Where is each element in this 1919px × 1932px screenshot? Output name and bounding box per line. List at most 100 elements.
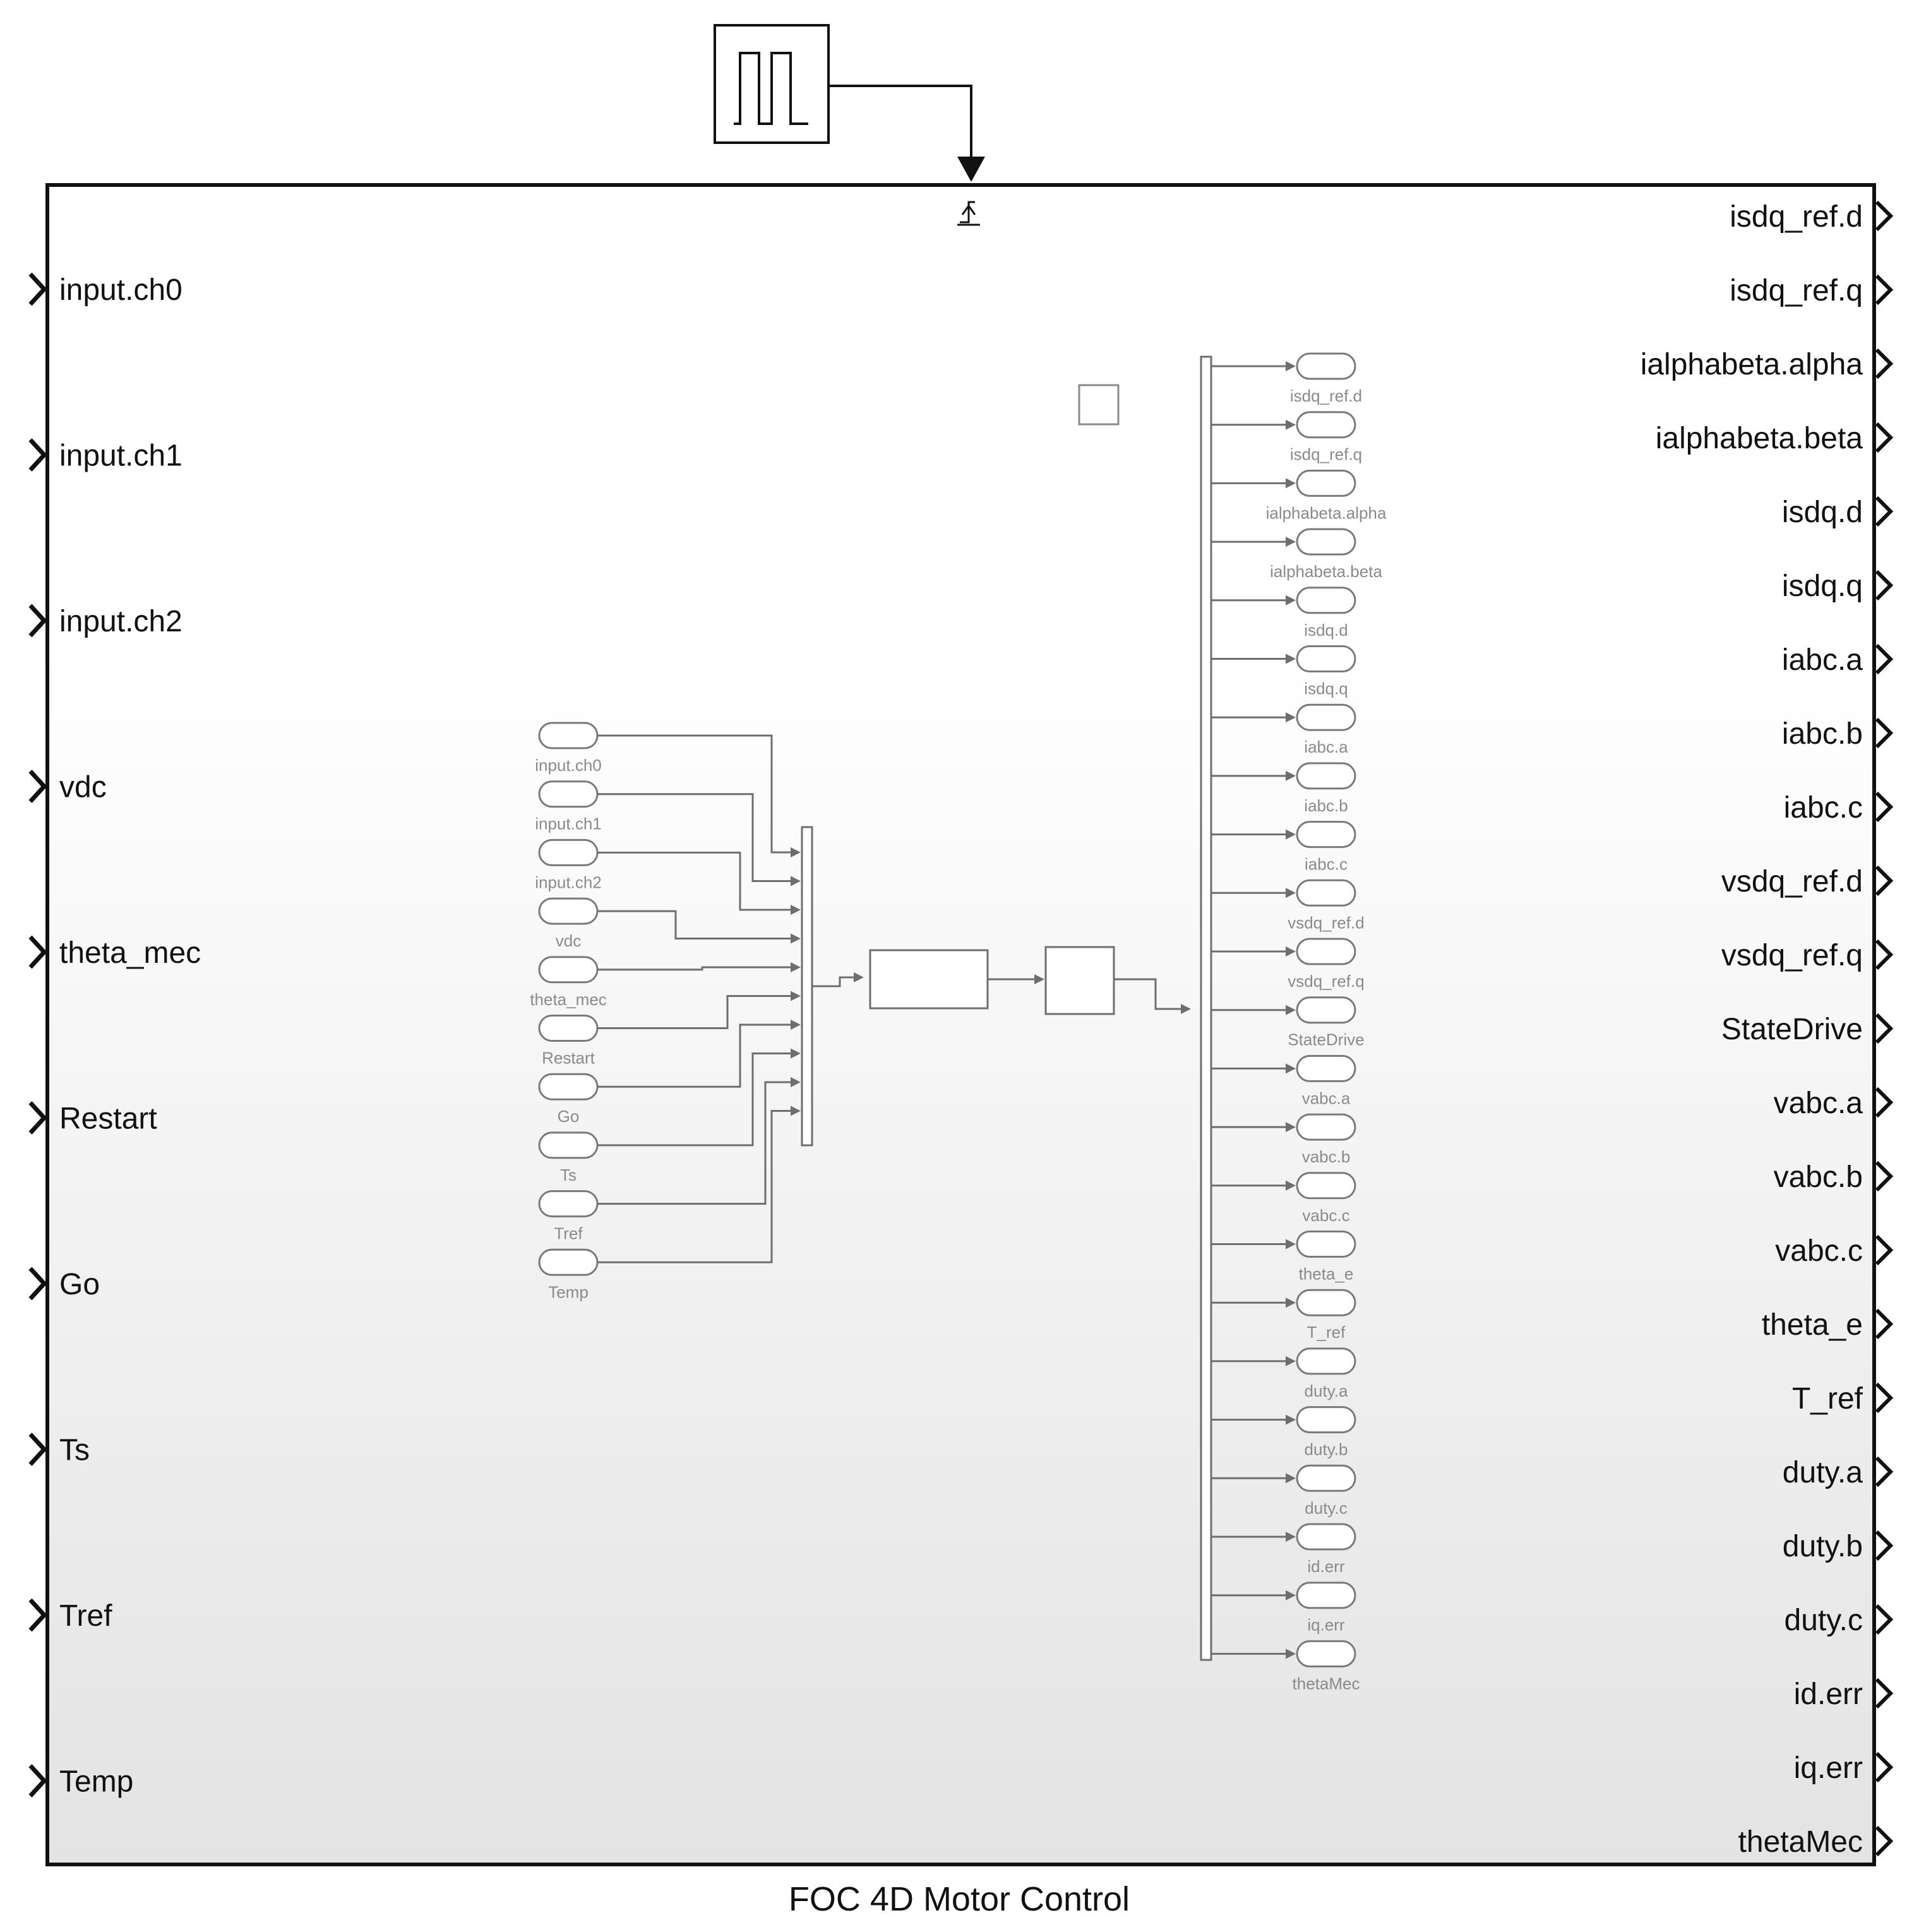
chevron-right-icon — [1875, 791, 1894, 823]
output-port-label: vsdq_ref.d — [1721, 865, 1863, 898]
from-tag-vdc[interactable]: vdc — [538, 897, 599, 950]
goto-tag-duty-c[interactable]: duty.c — [1211, 1464, 1356, 1517]
output-port-label: ialphabeta.beta — [1656, 422, 1863, 455]
trigger-signal-line[interactable] — [828, 85, 972, 159]
controller-block[interactable] — [869, 949, 989, 1010]
goto-tag-label: iq.err — [1307, 1616, 1345, 1635]
goto-tag-ialphabeta-alpha[interactable]: ialphabeta.alpha — [1211, 469, 1387, 522]
goto-tag-vsdq-ref-q[interactable]: vsdq_ref.q — [1211, 938, 1365, 991]
output-port-vabc-b[interactable]: vabc.b — [1774, 1160, 1894, 1194]
input-port-label: theta_mec — [59, 936, 201, 970]
goto-tag-iabc-c[interactable]: iabc.c — [1211, 821, 1356, 874]
output-port-vsdq-ref-q[interactable]: vsdq_ref.q — [1721, 939, 1894, 972]
goto-tag-label: vabc.b — [1302, 1147, 1351, 1166]
pulse-generator-block[interactable] — [714, 24, 830, 144]
from-tag-input-ch0[interactable]: input.ch0 — [535, 722, 602, 775]
from-tag-theta-mec[interactable]: theta_mec — [530, 956, 607, 1009]
input-port-theta-mec[interactable]: theta_mec — [28, 935, 201, 970]
output-port-iabc-c[interactable]: iabc.c — [1784, 791, 1894, 825]
pulse-generator-icon — [734, 52, 808, 125]
output-port-duty-a[interactable]: duty.a — [1783, 1456, 1894, 1489]
output-port-isdq-q[interactable]: isdq.q — [1782, 569, 1894, 603]
bus-input-wire — [597, 962, 801, 972]
chevron-right-icon — [1875, 865, 1894, 897]
input-port-tref[interactable]: Tref — [28, 1598, 112, 1633]
goto-tag-theta-e[interactable]: theta_e — [1211, 1231, 1356, 1284]
output-port-iq-err[interactable]: iq.err — [1794, 1751, 1894, 1785]
output-port-iabc-a[interactable]: iabc.a — [1782, 643, 1894, 677]
input-port-restart[interactable]: Restart — [28, 1101, 157, 1136]
output-port-isdq-ref-d[interactable]: isdq_ref.d — [1730, 200, 1894, 234]
output-port-isdq-ref-q[interactable]: isdq_ref.q — [1730, 274, 1894, 307]
goto-tag-label: id.err — [1307, 1557, 1345, 1576]
output-port-theta-e[interactable]: theta_e — [1762, 1308, 1894, 1342]
output-port-label: iabc.b — [1782, 717, 1863, 751]
output-port-ialphabeta-alpha[interactable]: ialphabeta.alpha — [1641, 348, 1894, 381]
input-port-input-ch1[interactable]: input.ch1 — [28, 438, 182, 473]
goto-tag-vsdq-ref-d[interactable]: vsdq_ref.d — [1211, 879, 1365, 932]
output-port-isdq-d[interactable]: isdq.d — [1782, 496, 1894, 529]
input-port-ts[interactable]: Ts — [28, 1433, 90, 1467]
output-port-vsdq-ref-d[interactable]: vsdq_ref.d — [1721, 865, 1894, 898]
input-port-input-ch0[interactable]: input.ch0 — [28, 272, 182, 307]
from-tag-restart[interactable]: Restart — [538, 1015, 599, 1068]
chevron-right-icon — [1875, 1087, 1894, 1118]
goto-tag-duty-a[interactable]: duty.a — [1211, 1347, 1356, 1400]
chevron-right-icon — [1875, 1308, 1894, 1340]
bus-creator-block[interactable] — [801, 826, 813, 1147]
goto-tag-isdq-d[interactable]: isdq.d — [1211, 587, 1356, 640]
chevron-right-icon — [28, 770, 47, 803]
chevron-right-icon — [1875, 274, 1894, 306]
goto-tag-thetamec[interactable]: thetaMec — [1211, 1640, 1360, 1693]
output-port-thetamec[interactable]: thetaMec — [1738, 1825, 1894, 1859]
output-port-vabc-c[interactable]: vabc.c — [1775, 1234, 1894, 1268]
output-port-t-ref[interactable]: T_ref — [1792, 1382, 1894, 1416]
input-port-label: Go — [59, 1268, 100, 1301]
subsystem-frame[interactable] — [45, 183, 1876, 1866]
goto-tag-vabc-b[interactable]: vabc.b — [1211, 1113, 1356, 1166]
output-port-label: ialphabeta.alpha — [1641, 348, 1863, 381]
from-tag-label: theta_mec — [530, 990, 606, 1009]
bus-input-wire — [597, 793, 801, 886]
from-tag-ts[interactable]: Ts — [538, 1131, 599, 1184]
output-port-iabc-b[interactable]: iabc.b — [1782, 717, 1894, 751]
from-tag-temp[interactable]: Temp — [538, 1248, 599, 1301]
goto-tag-isdq-q[interactable]: isdq.q — [1211, 645, 1356, 698]
goto-tag-label: isdq_ref.q — [1290, 445, 1362, 464]
output-port-duty-b[interactable]: duty.b — [1783, 1530, 1894, 1563]
goto-tag-label: iabc.c — [1305, 855, 1348, 874]
goto-tag-id-err[interactable]: id.err — [1211, 1523, 1356, 1576]
output-port-label: iq.err — [1794, 1751, 1863, 1785]
bus-selector-block[interactable] — [1200, 355, 1212, 1661]
from-tag-go[interactable]: Go — [538, 1073, 599, 1126]
output-port-ialphabeta-beta[interactable]: ialphabeta.beta — [1656, 422, 1894, 455]
output-port-statedrive[interactable]: StateDrive — [1721, 1013, 1894, 1046]
goto-tag-statedrive[interactable]: StateDrive — [1211, 996, 1365, 1049]
goto-tag-isdq-ref-q[interactable]: isdq_ref.q — [1211, 411, 1362, 464]
output-port-duty-c[interactable]: duty.c — [1784, 1604, 1894, 1637]
rate-transition-block[interactable] — [1044, 946, 1115, 1015]
input-port-temp[interactable]: Temp — [28, 1764, 133, 1799]
input-port-label: input.ch0 — [59, 273, 182, 307]
goto-tag-vabc-c[interactable]: vabc.c — [1211, 1172, 1356, 1225]
goto-tag-t-ref[interactable]: T_ref — [1211, 1289, 1356, 1342]
goto-tag-isdq-ref-d[interactable]: isdq_ref.d — [1211, 352, 1362, 405]
goto-tag-iabc-b[interactable]: iabc.b — [1211, 762, 1356, 815]
goto-tag-duty-b[interactable]: duty.b — [1211, 1406, 1356, 1459]
output-port-label: id.err — [1794, 1678, 1863, 1711]
goto-tag-iabc-a[interactable]: iabc.a — [1211, 703, 1356, 756]
input-port-go[interactable]: Go — [28, 1267, 100, 1301]
output-port-label: T_ref — [1792, 1382, 1863, 1416]
input-port-vdc[interactable]: vdc — [28, 770, 107, 804]
bus-input-wire — [597, 991, 801, 1029]
empty-block[interactable] — [1078, 384, 1120, 426]
goto-tag-vabc-a[interactable]: vabc.a — [1211, 1054, 1356, 1107]
output-port-id-err[interactable]: id.err — [1794, 1678, 1894, 1711]
input-port-input-ch2[interactable]: input.ch2 — [28, 604, 182, 638]
output-port-vabc-a[interactable]: vabc.a — [1774, 1087, 1894, 1120]
chevron-right-icon — [1875, 200, 1894, 232]
goto-tag-label: vsdq_ref.q — [1288, 972, 1364, 991]
goto-tag-ialphabeta-beta[interactable]: ialphabeta.beta — [1211, 528, 1382, 581]
goto-tag-iq-err[interactable]: iq.err — [1211, 1582, 1356, 1635]
